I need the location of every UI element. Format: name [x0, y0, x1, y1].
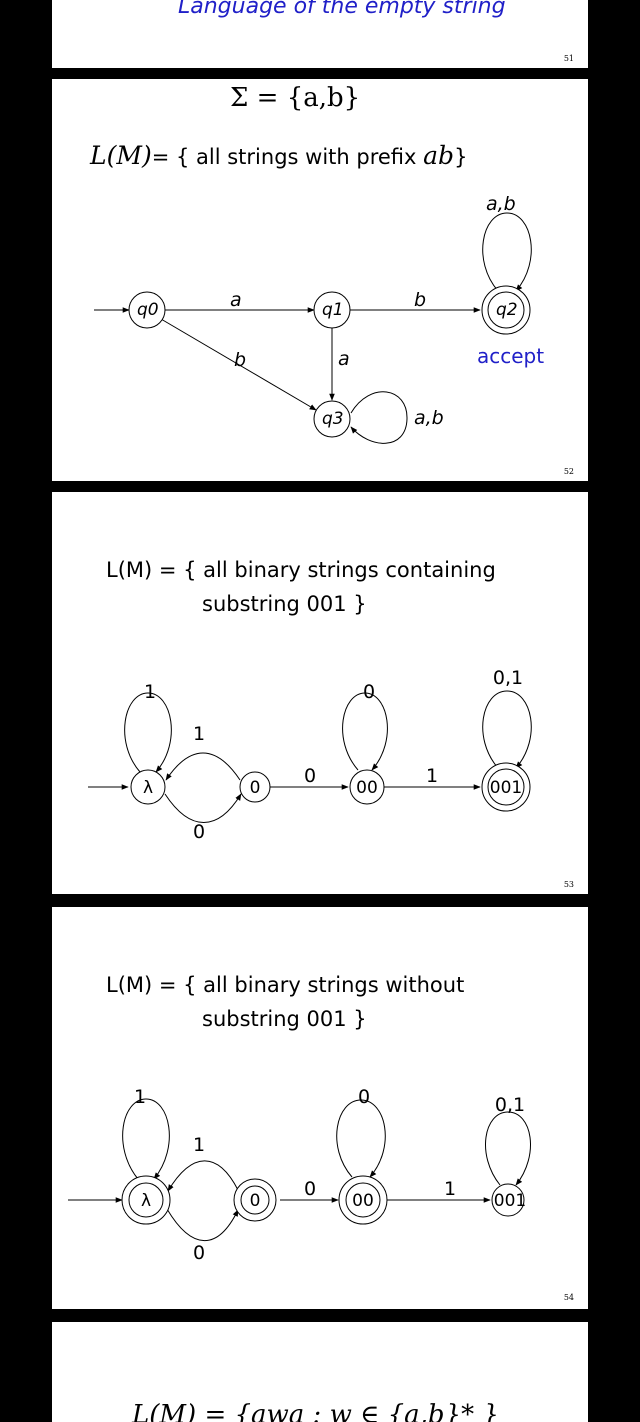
slide-54: L(M) = { all binary strings without subs… — [52, 907, 588, 1309]
language-line-1: L(M) = { all binary strings containing — [106, 558, 496, 582]
state-q3 — [313, 400, 351, 438]
state-q3-label: q3 — [322, 409, 344, 429]
label-q1-q2: b — [414, 289, 426, 311]
label-lambda-to-0: 0 — [193, 821, 205, 843]
label-lambda-loop: 1 — [134, 1086, 146, 1108]
state-0 — [239, 771, 271, 803]
state-lambda-inner — [128, 1182, 164, 1218]
state-00 — [349, 769, 385, 805]
state-001-label: 001 — [490, 778, 522, 798]
edge-q0-q3 — [160, 318, 317, 411]
label-0-00: 0 — [304, 1178, 316, 1200]
state-q0-label: q0 — [137, 300, 159, 320]
label-q2-loop: a,b — [486, 193, 516, 215]
page-number: 52 — [563, 467, 574, 476]
state-lambda-label: λ — [143, 778, 153, 798]
language-line-1: L(M) = { all binary strings without — [106, 973, 465, 997]
label-q0-q1: a — [230, 289, 242, 311]
label-0-00: 0 — [304, 765, 316, 787]
label-001-loop: 0,1 — [493, 667, 523, 689]
state-001-inner — [487, 768, 525, 806]
label-00-loop: 0 — [358, 1086, 370, 1108]
label-lambda-loop: 1 — [144, 681, 156, 703]
state-0-label: 0 — [250, 1191, 261, 1211]
edge-lambda-0 — [166, 1208, 239, 1241]
loop-001 — [482, 690, 532, 769]
label-q1-q3: a — [338, 348, 350, 370]
page-number: 53 — [563, 880, 574, 889]
state-00-label: 00 — [352, 1191, 374, 1211]
state-lambda — [130, 769, 166, 805]
dfa-prefix-ab: q0 q1 q2 q3 a b b a a,b a,b accept — [94, 193, 544, 444]
state-q2-inner — [487, 291, 525, 329]
state-q2-label: q2 — [496, 300, 518, 320]
edge-lambda-0 — [164, 793, 242, 823]
language-definition: L(M)= { all strings with prefix ab} — [90, 141, 467, 170]
language-formula: L(M) = {awa : w ∈ {a,b}* } — [132, 1400, 499, 1422]
label-zero-to-lambda: 1 — [193, 1134, 205, 1156]
label-q0-q3: b — [234, 349, 246, 371]
label-lambda-to-0: 0 — [193, 1242, 205, 1264]
loop-001 — [485, 1111, 531, 1186]
slide-53: L(M) = { all binary strings containing s… — [52, 492, 588, 894]
label-00-001: 1 — [426, 765, 438, 787]
loop-q3 — [350, 391, 408, 444]
dfa-contains-001: λ 0 00 001 1 1 0 0 0 1 0,1 — [88, 667, 532, 843]
alphabet-definition: Σ = {a,b} — [230, 83, 361, 113]
language-line-2: substring 001 } — [202, 592, 367, 616]
page-number: 54 — [563, 1293, 574, 1302]
state-q1-label: q1 — [322, 300, 344, 320]
edge-0-lambda — [167, 1160, 239, 1192]
label-q3-loop: a,b — [414, 407, 444, 429]
state-q0 — [128, 291, 166, 329]
slide-55: L(M) = {awa : w ∈ {a,b}* } — [52, 1322, 588, 1422]
state-q1 — [313, 291, 351, 329]
label-00-001: 1 — [444, 1178, 456, 1200]
dfa-without-001: λ 0 00 001 1 1 0 0 0 1 0,1 — [68, 1086, 531, 1264]
slide-52: Σ = {a,b} L(M)= { all strings with prefi… — [52, 79, 588, 481]
accept-label: accept — [477, 344, 544, 368]
state-00-inner — [345, 1182, 381, 1218]
slide-51: Language of the empty string 51 — [52, 0, 588, 68]
language-text: = { all strings with prefix — [151, 145, 417, 169]
closing-brace: } — [454, 145, 468, 169]
label-00-loop: 0 — [363, 681, 375, 703]
edge-0-lambda — [165, 752, 241, 781]
language-symbol: L(M) — [90, 141, 152, 170]
language-line-2: substring 001 } — [202, 1007, 367, 1031]
state-001 — [491, 1183, 525, 1217]
loop-00 — [342, 692, 388, 771]
state-001-label: 001 — [494, 1191, 526, 1211]
prefix-ab: ab — [423, 141, 455, 170]
label-zero-to-lambda: 1 — [193, 723, 205, 745]
loop-lambda — [124, 692, 172, 773]
label-001-loop: 0,1 — [495, 1094, 525, 1116]
state-0-inner — [240, 1185, 270, 1215]
state-00-label: 00 — [356, 778, 378, 798]
loop-lambda — [122, 1098, 170, 1180]
page-number: 51 — [563, 54, 574, 63]
slide-title: Language of the empty string — [178, 0, 506, 19]
loop-00 — [336, 1099, 386, 1178]
state-lambda-label: λ — [141, 1191, 151, 1211]
state-0-label: 0 — [250, 778, 261, 798]
loop-q2 — [482, 212, 532, 292]
